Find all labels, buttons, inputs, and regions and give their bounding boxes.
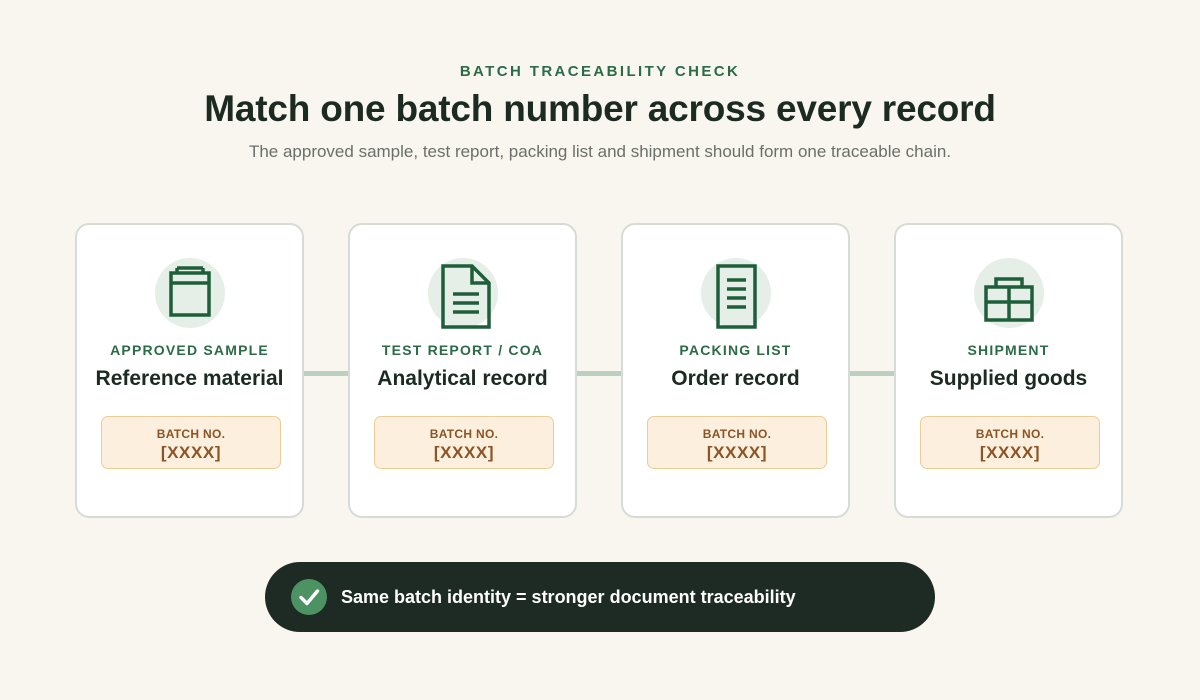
- record-title: Analytical record: [377, 367, 548, 390]
- card-test-report: TEST REPORT / COA Analytical record BATC…: [348, 223, 577, 518]
- batch-number-box: BATCH NO. [XXXX]: [920, 416, 1100, 469]
- box-icon: [974, 258, 1044, 328]
- record-title: Order record: [671, 367, 800, 390]
- batch-value: [XXXX]: [433, 443, 495, 462]
- card-shipment: SHIPMENT Supplied goods BATCH NO. [XXXX]: [894, 223, 1123, 518]
- stage-label: SHIPMENT: [967, 342, 1050, 358]
- batch-value: [XXXX]: [706, 443, 768, 462]
- page-title: Match one batch number across every reco…: [204, 88, 996, 129]
- batch-value: [XXXX]: [160, 443, 222, 462]
- list-icon: [701, 258, 771, 329]
- banner-text: Same batch identity = stronger document …: [341, 587, 796, 607]
- summary-banner: Same batch identity = stronger document …: [265, 562, 935, 632]
- page-subtitle: The approved sample, test report, packin…: [248, 142, 952, 161]
- stage-label: TEST REPORT / COA: [381, 342, 544, 358]
- batch-label: BATCH NO.: [156, 427, 226, 441]
- batch-number-box: BATCH NO. [XXXX]: [374, 416, 554, 469]
- connector-1: [304, 371, 349, 376]
- container-icon: [155, 258, 225, 328]
- document-icon: [428, 258, 498, 329]
- batch-label: BATCH NO.: [429, 427, 499, 441]
- batch-label: BATCH NO.: [702, 427, 772, 441]
- card-packing-list: PACKING LIST Order record BATCH NO. [XXX…: [621, 223, 850, 518]
- eyebrow-label: BATCH TRACEABILITY CHECK: [459, 63, 741, 80]
- connector-3: [850, 371, 895, 376]
- connector-2: [577, 371, 622, 376]
- record-title: Reference material: [95, 367, 284, 390]
- card-approved-sample: APPROVED SAMPLE Reference material BATCH…: [75, 223, 304, 518]
- check-icon: [291, 579, 327, 615]
- stage-label: PACKING LIST: [679, 342, 792, 358]
- batch-label: BATCH NO.: [975, 427, 1045, 441]
- record-title: Supplied goods: [929, 367, 1088, 390]
- batch-number-box: BATCH NO. [XXXX]: [101, 416, 281, 469]
- batch-number-box: BATCH NO. [XXXX]: [647, 416, 827, 469]
- batch-value: [XXXX]: [979, 443, 1041, 462]
- stage-label: APPROVED SAMPLE: [110, 342, 269, 358]
